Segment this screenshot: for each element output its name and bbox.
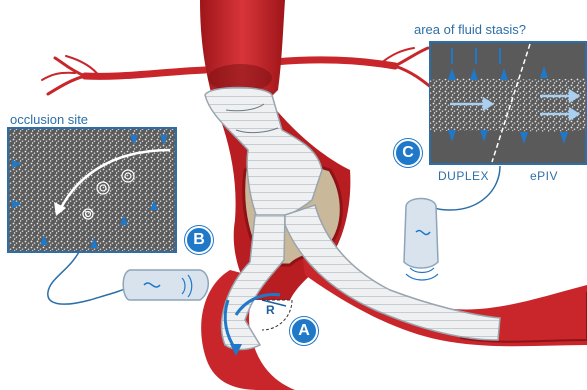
label-fluid-stasis: area of fluid stasis? [414, 22, 526, 37]
label-duplex: DUPLEX [438, 169, 489, 183]
label-epiv: ePIV [530, 169, 558, 183]
ultrasound-probe-b [123, 270, 208, 300]
badge-b: B [185, 226, 213, 254]
panel-fluid-stasis [430, 42, 586, 210]
label-occlusion-site: occlusion site [10, 112, 88, 127]
label-radius: R [266, 303, 275, 317]
badge-a: A [290, 317, 318, 345]
ultrasound-probe-c [404, 199, 438, 281]
badge-c: C [394, 139, 422, 167]
